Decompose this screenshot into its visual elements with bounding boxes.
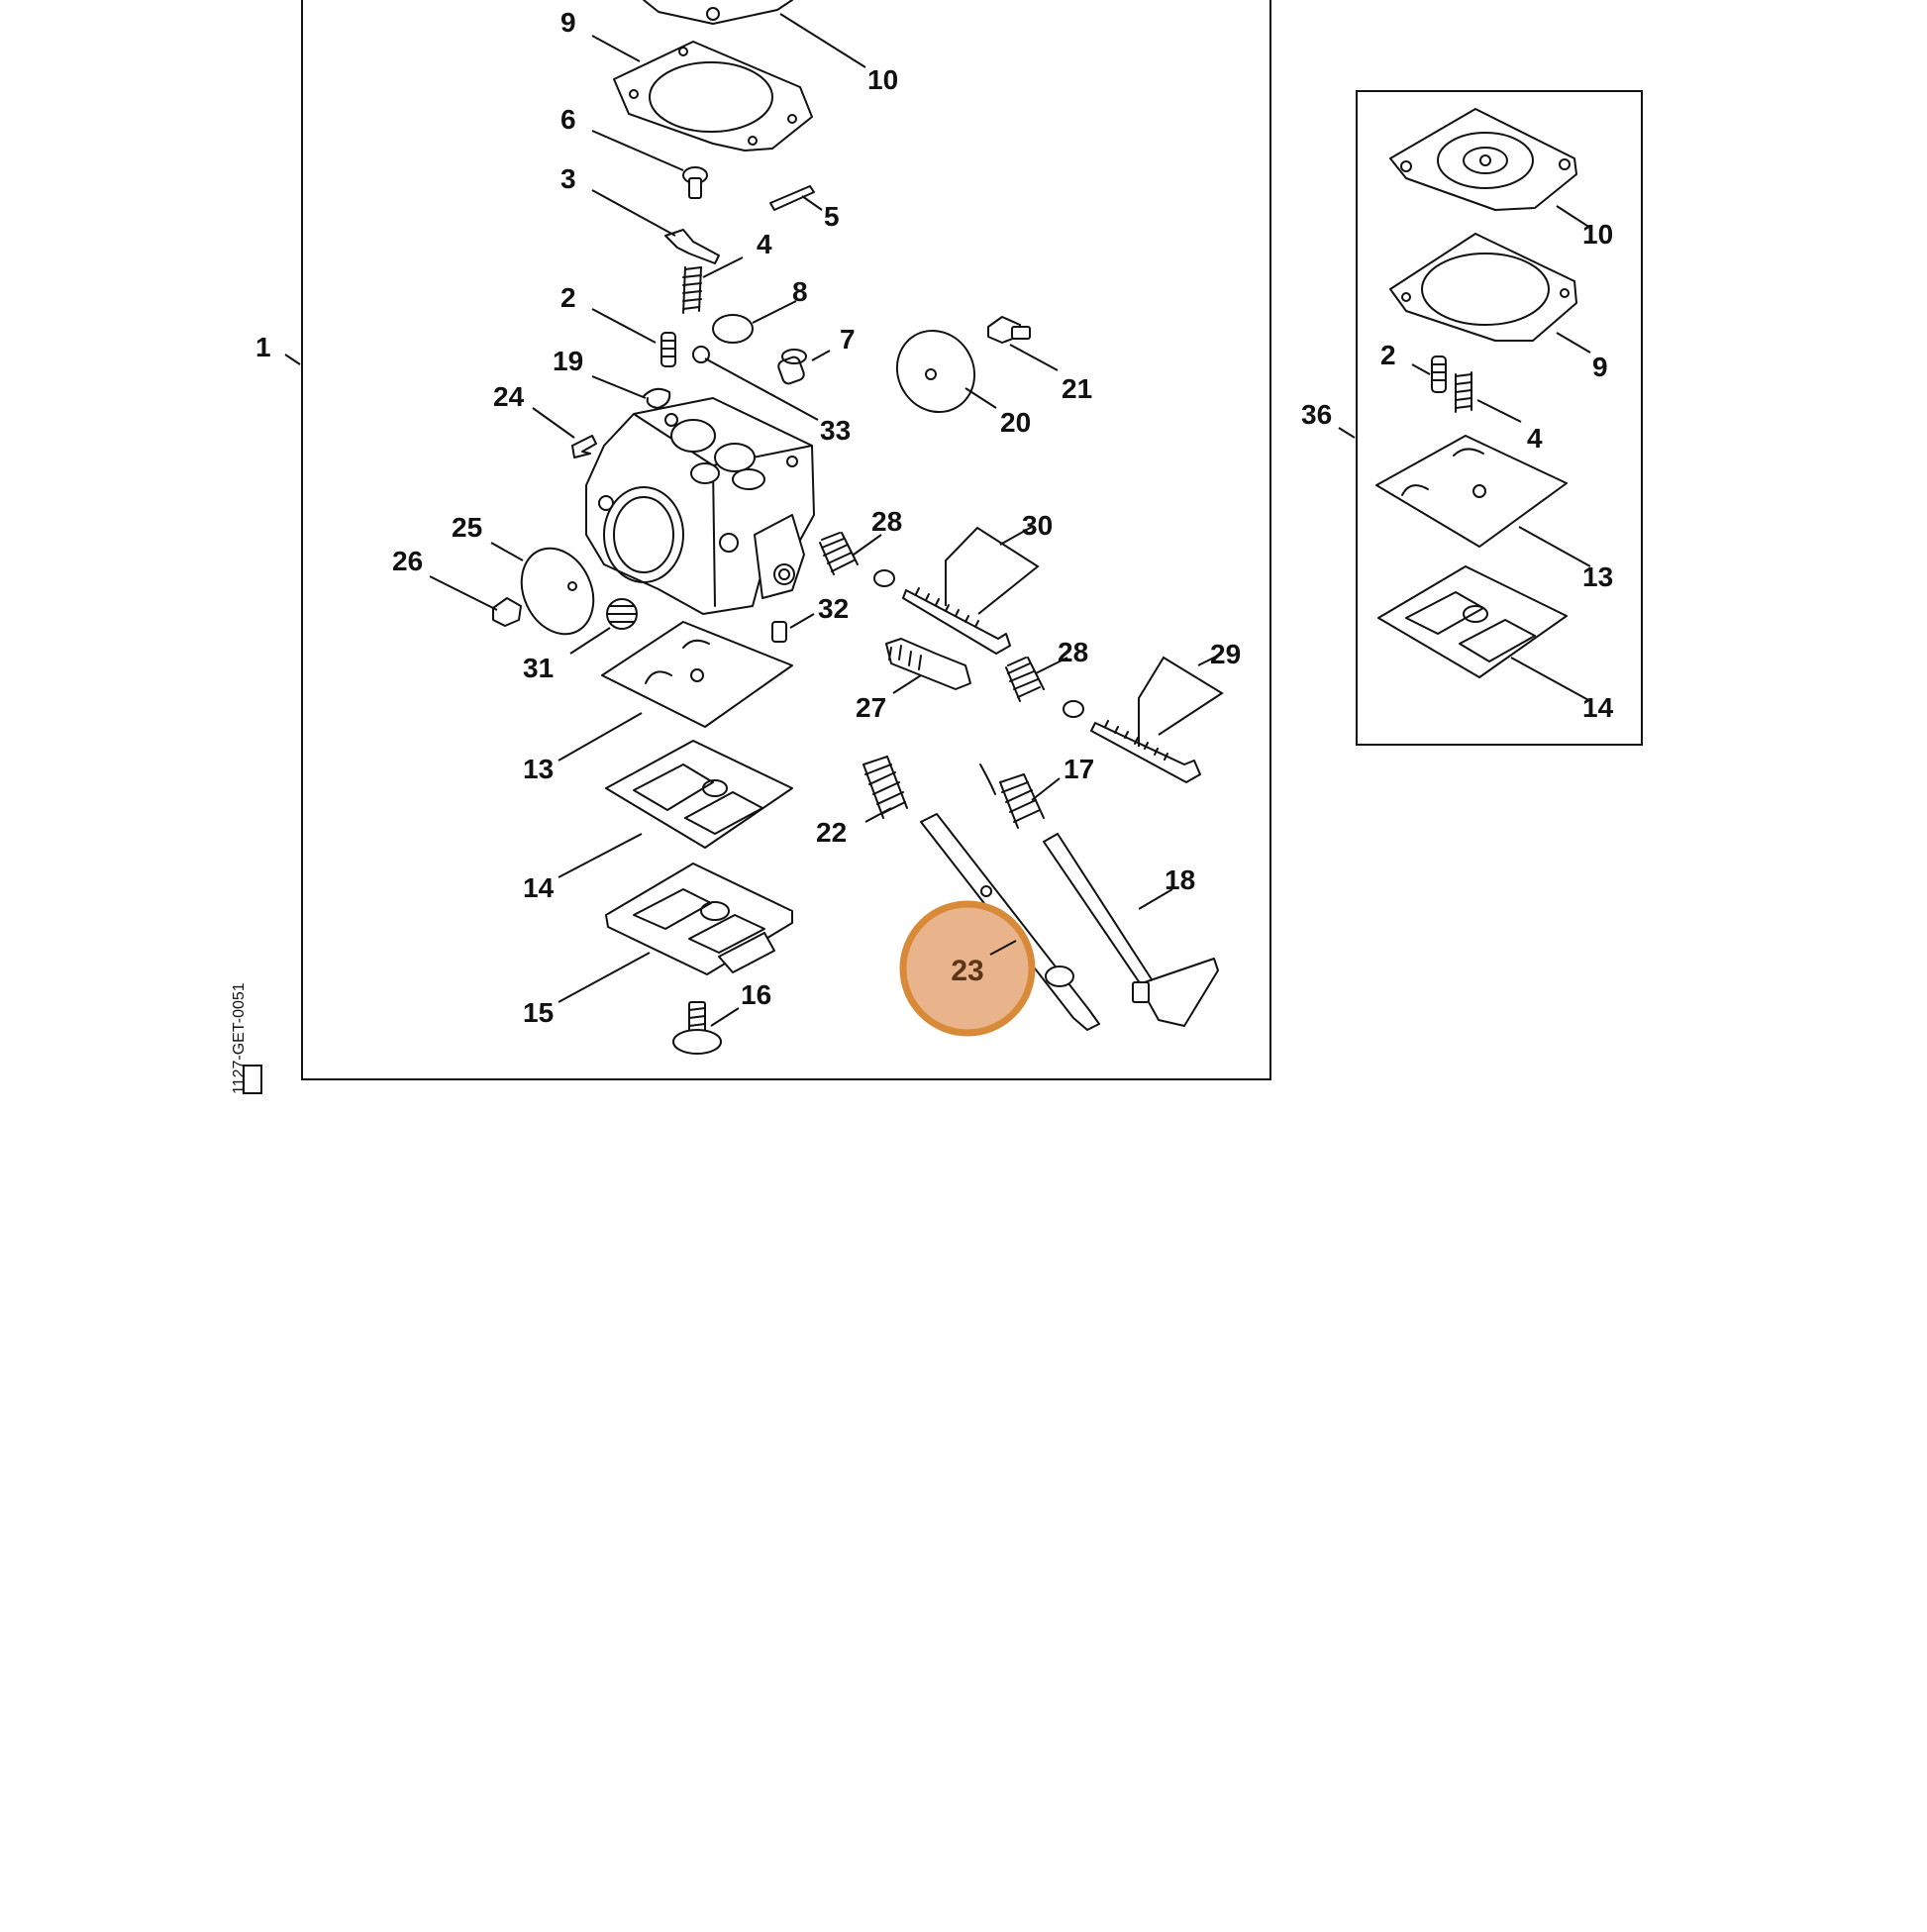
label-29: 29 — [1210, 639, 1241, 669]
inset-diaphragm-10 — [1389, 108, 1577, 211]
part-plug-7 — [777, 349, 807, 385]
inset-label-4: 4 — [1527, 423, 1543, 454]
label-16: 16 — [741, 979, 771, 1010]
leader-lines — [284, 13, 1591, 1027]
part-disc-25 — [520, 547, 595, 636]
label-20: 20 — [1000, 407, 1031, 438]
part-disc-25-hole — [567, 581, 577, 591]
part-screen-31-mesh — [607, 605, 637, 623]
inset-gasket-14 — [1377, 565, 1568, 678]
label-1: 1 — [255, 332, 271, 362]
label-22: 22 — [816, 817, 847, 848]
label-21: 21 — [1062, 373, 1092, 404]
part-oring-upper — [873, 569, 895, 587]
inset-spring-4 — [1455, 371, 1472, 413]
inset-gasket-9 — [1389, 233, 1577, 342]
label-18: 18 — [1165, 864, 1195, 895]
part-metering-body-15 — [605, 863, 793, 975]
side-code: 1127-GET-0051 — [231, 982, 248, 1094]
part-spring-17 — [979, 763, 1045, 829]
part-pin-32 — [771, 621, 787, 643]
label-2: 2 — [560, 282, 576, 313]
part-screw-26 — [492, 597, 522, 627]
inset-label-2: 2 — [1380, 340, 1396, 370]
part-shaft-23 — [920, 813, 1100, 1031]
part-diaphragm-top — [643, 0, 793, 25]
label-23[interactable]: 23 — [951, 955, 983, 987]
part-needle-2 — [660, 332, 676, 367]
part-pin-5 — [769, 185, 815, 211]
part-lever-3 — [664, 229, 720, 264]
inset-gasket-13 — [1375, 435, 1568, 548]
part-needle-30 — [902, 526, 1040, 655]
inset-needle-2 — [1431, 356, 1447, 393]
label-14: 14 — [523, 872, 555, 903]
label-19: 19 — [553, 346, 583, 376]
part-gasket-9 — [613, 41, 813, 152]
highlight-circle[interactable] — [899, 900, 1036, 1037]
highlight-callout-23[interactable]: 23 — [899, 900, 1036, 1037]
part-screw-21 — [987, 316, 1031, 344]
callout-labels: 1 2 3 4 5 6 7 8 9 10 13 14 15 16 17 18 1… — [255, 7, 1614, 1028]
part-shaft-18 — [1043, 833, 1219, 1027]
part-carburetor-body — [585, 397, 815, 615]
part-spring-28-lower — [1005, 657, 1045, 702]
label-13: 13 — [523, 754, 554, 784]
part-clip-19 — [643, 387, 671, 409]
label-28-lower: 28 — [1058, 637, 1088, 667]
label-27: 27 — [856, 692, 886, 723]
part-screw-6 — [682, 166, 708, 199]
part-gasket-13 — [601, 621, 793, 728]
label-24: 24 — [493, 381, 525, 412]
label-10: 10 — [867, 64, 898, 95]
side-code-text: 1127-GET-0051 — [231, 982, 248, 1094]
label-17: 17 — [1064, 754, 1094, 784]
label-8: 8 — [792, 276, 808, 307]
label-9: 9 — [560, 7, 576, 38]
part-needle-29 — [1090, 656, 1224, 783]
part-spring-4 — [682, 266, 702, 314]
part-spring-22 — [862, 756, 908, 819]
part-disc-20 — [895, 329, 976, 414]
label-4: 4 — [757, 229, 772, 259]
label-7: 7 — [840, 324, 856, 355]
label-30: 30 — [1022, 510, 1053, 541]
label-3: 3 — [560, 163, 576, 194]
inset-label-36: 36 — [1301, 399, 1332, 430]
part-diaphragm-top-hole — [706, 7, 720, 21]
label-31: 31 — [523, 653, 554, 683]
label-26: 26 — [392, 546, 423, 576]
side-code-box — [243, 1065, 262, 1094]
inset-label-14: 14 — [1582, 692, 1614, 723]
label-6: 6 — [560, 104, 576, 135]
highlight-leader — [989, 940, 1017, 956]
label-28-upper: 28 — [871, 506, 902, 537]
label-32: 32 — [818, 593, 849, 624]
inset-label-9: 9 — [1592, 352, 1608, 382]
label-15: 15 — [523, 997, 554, 1028]
main-assembly-frame — [301, 0, 1271, 1080]
label-25: 25 — [452, 512, 482, 543]
label-33: 33 — [820, 415, 851, 446]
part-spring-28-upper — [819, 532, 859, 575]
part-screw-27 — [885, 638, 971, 690]
label-5: 5 — [824, 201, 840, 232]
part-oring-lower — [1063, 700, 1084, 718]
part-plug-8 — [712, 314, 754, 344]
part-screw-16 — [672, 1001, 722, 1055]
part-clip-24 — [571, 435, 597, 458]
inset-kit-frame — [1356, 90, 1643, 746]
inset-label-10: 10 — [1582, 219, 1613, 250]
inset-label-13: 13 — [1582, 561, 1613, 592]
part-gasket-14 — [605, 740, 793, 849]
